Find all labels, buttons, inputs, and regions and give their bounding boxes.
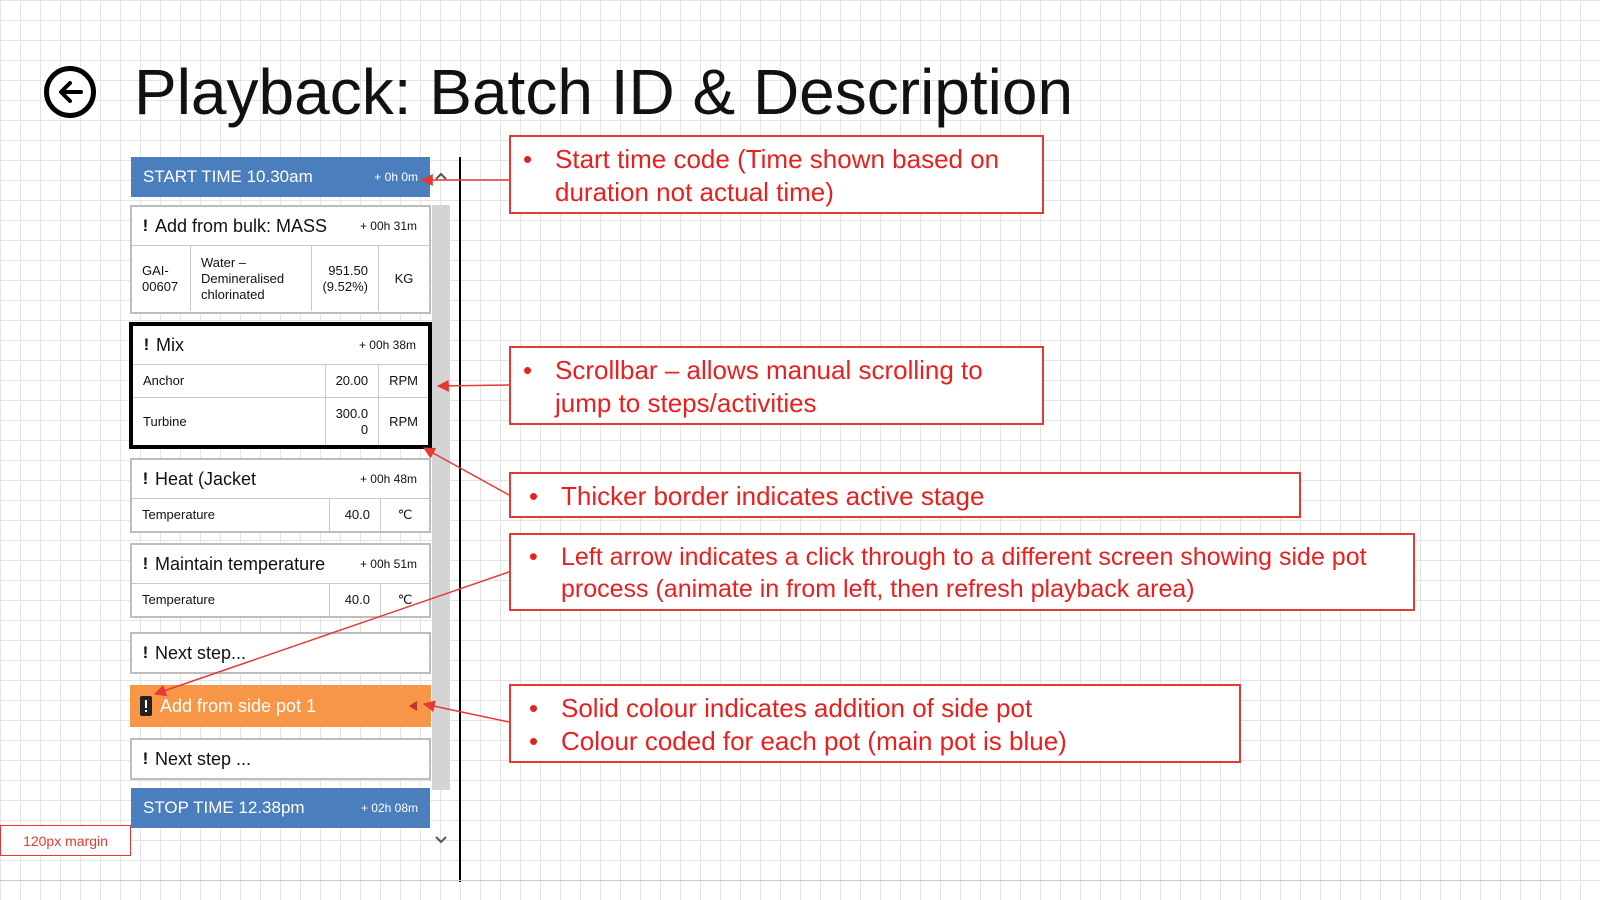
page-title: Playback: Batch ID & Description	[134, 56, 1074, 128]
material-name: Water – Demineralised chlorinated	[190, 245, 312, 311]
exclamation-icon: !	[142, 469, 149, 488]
annotation-start-time: Start time code (Time shown based on dur…	[509, 135, 1044, 214]
arrow-left-arrow	[153, 571, 510, 697]
exclamation-icon: !	[142, 554, 149, 573]
step-name: Add from bulk: MASS	[155, 215, 328, 236]
step-params-table: Anchor 20.00 RPM Turbine 300.00 RPM	[133, 364, 428, 445]
exclamation-icon: !	[142, 749, 149, 768]
material-unit: KG	[378, 245, 429, 311]
back-arrow-icon	[59, 81, 83, 103]
stop-time-bar: STOP TIME 12.38pm + 02h 08m	[131, 788, 430, 828]
step-name: Mix	[156, 334, 184, 355]
margin-label: 120px margin	[0, 825, 131, 856]
step-card-add-from-bulk[interactable]: ! Add from bulk: MASS + 00h 31m GAI-00607…	[130, 205, 431, 314]
annotation-text: Scrollbar – allows manual scrolling to j…	[523, 354, 1028, 420]
param-unit: ℃	[380, 498, 429, 531]
step-header: ! Next step...	[132, 634, 429, 672]
step-offset: + 00h 48m	[359, 472, 417, 486]
start-time-bar: START TIME 10.30am + 0h 0m	[131, 157, 430, 197]
param-value: 20.00	[324, 364, 379, 398]
step-card-next-step-2[interactable]: ! Next step ...	[130, 738, 431, 780]
scroll-down-button[interactable]	[432, 830, 450, 850]
back-button[interactable]	[44, 66, 96, 118]
scroll-up-button[interactable]	[432, 166, 450, 186]
param-label: Turbine	[133, 397, 326, 445]
chevron-down-icon	[435, 836, 447, 844]
exclamation-icon: !	[142, 216, 149, 235]
annotation-text: Colour coded for each pot (main pot is b…	[529, 725, 1225, 758]
annotation-scrollbar: Scrollbar – allows manual scrolling to j…	[509, 346, 1044, 425]
param-value: 300.00	[324, 397, 379, 445]
step-header: ! Next step ...	[132, 740, 429, 778]
step-card-maintain-temperature[interactable]: ! Maintain temperature + 00h 51m Temperat…	[130, 543, 431, 618]
scrollbar-track[interactable]	[432, 205, 450, 790]
step-name: Add from side pot 1	[160, 695, 317, 716]
chevron-up-icon	[435, 172, 447, 180]
side-pot-icon	[140, 696, 152, 716]
bottom-divider	[0, 880, 1560, 881]
stop-time-offset: + 02h 08m	[360, 801, 418, 815]
step-params-table: Temperature 40.0 ℃	[132, 498, 429, 531]
playback-divider	[459, 157, 461, 882]
param-label: Temperature	[132, 498, 330, 531]
param-label: Temperature	[132, 583, 330, 616]
step-name: Maintain temperature	[155, 553, 326, 574]
step-name: Next step...	[155, 642, 247, 663]
exclamation-icon: !	[142, 643, 149, 662]
arrow-active-border	[422, 447, 510, 496]
annotation-text: Thicker border indicates active stage	[529, 480, 1285, 513]
annotation-active-border: Thicker border indicates active stage	[509, 472, 1301, 518]
param-value: 40.0	[329, 583, 381, 616]
step-params-table: Temperature 40.0 ℃	[132, 583, 429, 616]
material-code: GAI-00607	[132, 245, 191, 311]
step-header: ! Add from bulk: MASS + 00h 31m	[132, 207, 429, 245]
arrow-scrollbar	[436, 379, 510, 392]
step-header: ! Mix + 00h 38m	[133, 326, 428, 364]
exclamation-icon: !	[143, 335, 150, 354]
param-unit: RPM	[378, 397, 428, 445]
start-time-label: START TIME 10.30am	[143, 167, 313, 186]
param-unit: ℃	[380, 583, 429, 616]
annotation-text: Solid colour indicates addition of side …	[529, 692, 1225, 725]
step-offset: + 00h 51m	[359, 557, 417, 571]
step-name: Heat (Jacket	[155, 468, 257, 489]
step-card-mix-active[interactable]: ! Mix + 00h 38m Anchor 20.00 RPM Turbine …	[129, 322, 432, 449]
param-label: Anchor	[133, 364, 326, 398]
step-header: ! Maintain temperature + 00h 51m	[132, 545, 429, 583]
annotation-solid-colour: Solid colour indicates addition of side …	[509, 684, 1241, 763]
step-card-heat-jacket[interactable]: ! Heat (Jacket + 00h 48m Temperature 40.0…	[130, 458, 431, 533]
left-arrow-icon[interactable]	[409, 701, 417, 711]
step-card-next-step[interactable]: ! Next step...	[130, 632, 431, 674]
start-time-offset: + 0h 0m	[374, 170, 418, 184]
step-offset: + 00h 31m	[359, 219, 417, 233]
param-value: 40.0	[329, 498, 381, 531]
annotation-text: Left arrow indicates a click through to …	[529, 541, 1399, 605]
step-header: ! Heat (Jacket + 00h 48m	[132, 460, 429, 498]
param-unit: RPM	[378, 364, 428, 398]
annotation-text: Start time code (Time shown based on dur…	[523, 143, 1028, 209]
step-offset: + 00h 38m	[358, 338, 416, 352]
side-pot-1-step[interactable]: Add from side pot 1	[130, 685, 431, 727]
material-quantity: 951.50 (9.52%)	[311, 245, 379, 311]
stop-time-label: STOP TIME 12.38pm	[143, 798, 305, 817]
arrow-side-pot	[422, 700, 510, 723]
step-name: Next step ...	[155, 748, 252, 769]
step-params-table: GAI-00607 Water – Demineralised chlorina…	[132, 245, 429, 311]
annotation-left-arrow: Left arrow indicates a click through to …	[509, 533, 1415, 611]
